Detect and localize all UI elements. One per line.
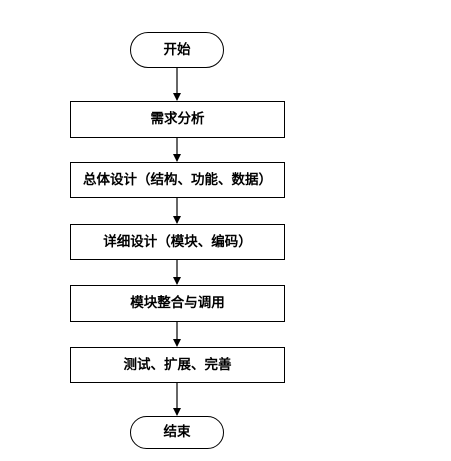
start-terminal: 开始	[130, 32, 224, 68]
step-overall-design: 总体设计（结构、功能、数据）	[70, 162, 285, 198]
step-requirements-analysis: 需求分析	[70, 101, 285, 138]
end-terminal: 结束	[130, 416, 224, 449]
step-module-integration: 模块整合与调用	[70, 285, 285, 322]
step-testing: 测试、扩展、完善	[70, 347, 285, 383]
step-detailed-design: 详细设计（模块、编码）	[70, 224, 285, 260]
